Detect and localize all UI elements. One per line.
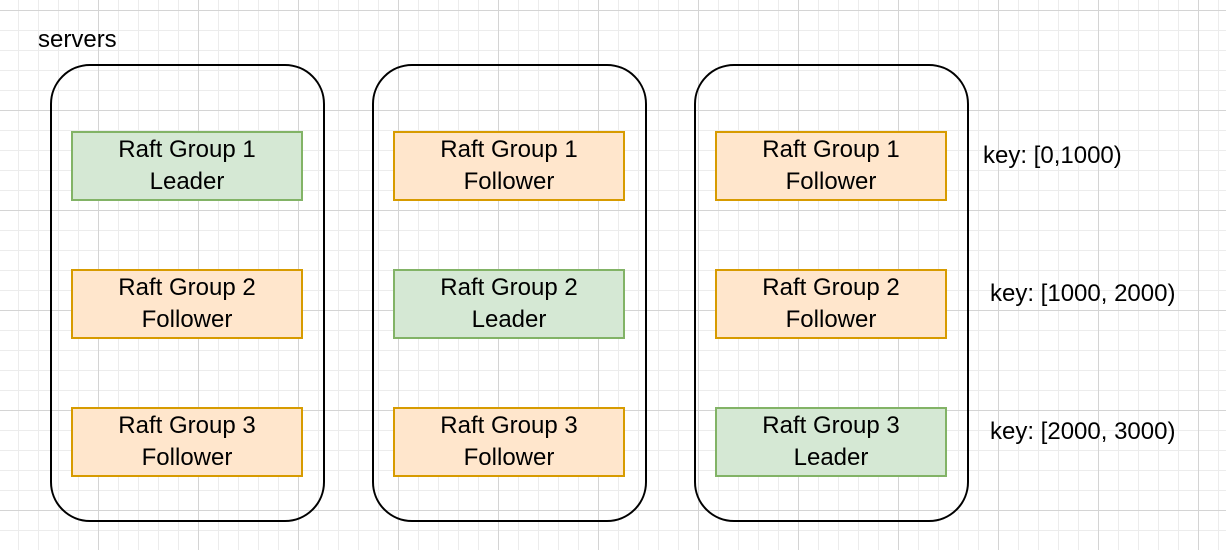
key-range-label-group-3: key: [2000, 3000): [990, 418, 1176, 445]
node-group-label: Raft Group 2: [118, 274, 256, 301]
server-2-raft-group-2-node: Raft Group 2 Leader: [393, 269, 625, 339]
node-role-label: Follower: [141, 444, 233, 471]
node-group-label: Raft Group 1: [440, 136, 578, 163]
key-range-label-group-1: key: [0,1000): [983, 142, 1122, 169]
node-group-label: Raft Group 3: [440, 412, 578, 439]
diagram-title: servers: [38, 26, 117, 53]
server-2: [372, 64, 647, 522]
node-group-label: Raft Group 1: [762, 136, 900, 163]
server-1-raft-group-1-node: Raft Group 1 Leader: [71, 131, 303, 201]
node-group-label: Raft Group 3: [118, 412, 256, 439]
server-1: [50, 64, 325, 522]
node-role-label: Leader: [471, 306, 547, 333]
key-range-label-group-2: key: [1000, 2000): [990, 280, 1176, 307]
node-role-label: Follower: [141, 306, 233, 333]
node-group-label: Raft Group 1: [118, 136, 256, 163]
server-2-raft-group-3-node: Raft Group 3 Follower: [393, 407, 625, 477]
node-role-label: Follower: [463, 444, 555, 471]
server-2-raft-group-1-node: Raft Group 1 Follower: [393, 131, 625, 201]
node-group-label: Raft Group 2: [440, 274, 578, 301]
node-group-label: Raft Group 3: [762, 412, 900, 439]
server-3-raft-group-1-node: Raft Group 1 Follower: [715, 131, 947, 201]
server-3: [694, 64, 969, 522]
node-role-label: Follower: [463, 168, 555, 195]
server-1-raft-group-2-node: Raft Group 2 Follower: [71, 269, 303, 339]
node-group-label: Raft Group 2: [762, 274, 900, 301]
node-role-label: Follower: [785, 306, 877, 333]
node-role-label: Leader: [149, 168, 225, 195]
node-role-label: Leader: [793, 444, 869, 471]
server-1-raft-group-3-node: Raft Group 3 Follower: [71, 407, 303, 477]
node-role-label: Follower: [785, 168, 877, 195]
server-3-raft-group-3-node: Raft Group 3 Leader: [715, 407, 947, 477]
server-3-raft-group-2-node: Raft Group 2 Follower: [715, 269, 947, 339]
